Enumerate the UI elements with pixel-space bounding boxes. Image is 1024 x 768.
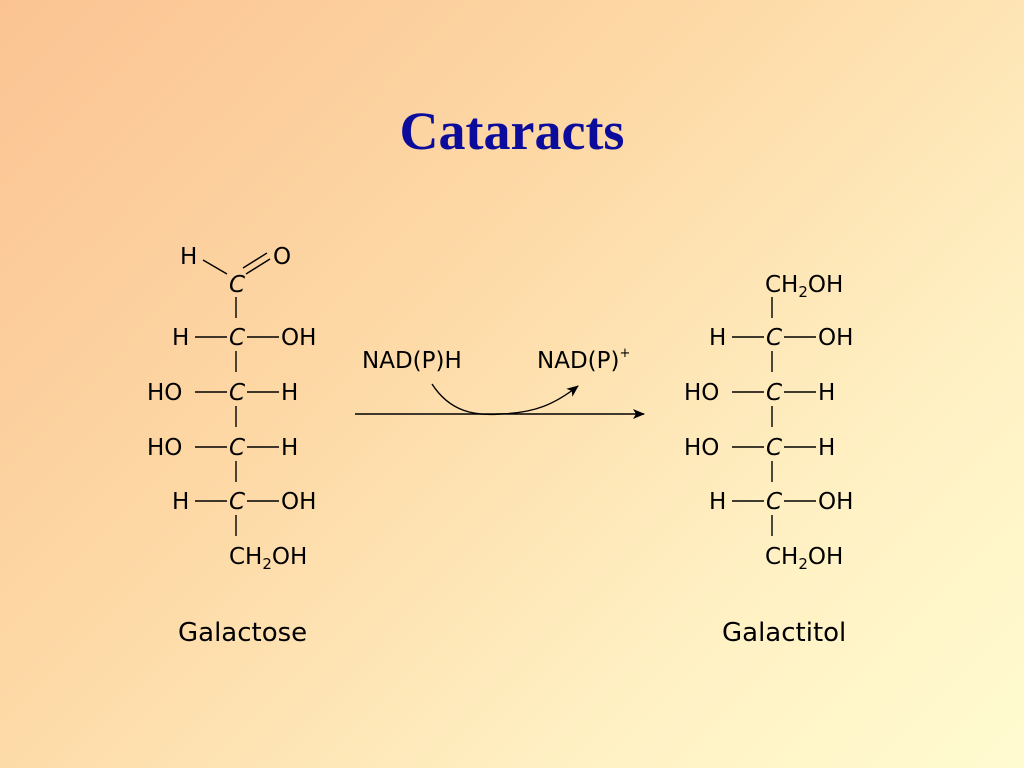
c6-ch2oh: CH2OH [229, 544, 307, 573]
cofactor-reduced: NAD(P)H [362, 348, 462, 374]
c4-left-ho: HO [147, 435, 182, 461]
c3-right-h: H [281, 380, 298, 406]
carbon-2: C [229, 325, 245, 351]
p-c6-ch2oh: CH2OH [765, 544, 843, 573]
p-c4-left-ho: HO [684, 435, 719, 461]
slide-title: Cataracts [399, 101, 625, 161]
reaction-arrow: NAD(P)H NAD(P)+ [355, 346, 645, 419]
aldehyde-h: H [180, 244, 197, 270]
c2-left-h: H [172, 325, 189, 351]
p-carbon-4: C [766, 435, 782, 461]
carbon-5: C [229, 489, 245, 515]
c3-left-ho: HO [147, 380, 182, 406]
product-label: Galactitol [722, 618, 846, 648]
p-c5-left-h: H [709, 489, 726, 515]
p-c3-left-ho: HO [684, 380, 719, 406]
bond-h-c1 [202, 259, 228, 275]
bond-c1-o-1 [245, 258, 271, 275]
p-c2-left-h: H [709, 325, 726, 351]
carbon-4: C [229, 435, 245, 461]
p-carbon-5: C [766, 489, 782, 515]
c2-right-oh: OH [281, 325, 316, 351]
carbon-1: C [229, 272, 245, 298]
p-c1-ch2oh: CH2OH [765, 272, 843, 301]
c5-left-h: H [172, 489, 189, 515]
substrate-label: Galactose [178, 618, 307, 648]
galactose-structure: H O C H C OH HO C H HO C H H C OH [147, 244, 316, 573]
p-carbon-2: C [766, 325, 782, 351]
carbon-3: C [229, 380, 245, 406]
cofactor-oxidized: NAD(P)+ [537, 346, 630, 374]
aldehyde-o: O [273, 244, 291, 270]
cofactor-curve-arrow [431, 383, 579, 416]
p-c2-right-oh: OH [818, 325, 853, 351]
bond-c1-o-2 [242, 252, 268, 269]
p-c4-right-h: H [818, 435, 835, 461]
c4-right-h: H [281, 435, 298, 461]
galactitol-structure: CH2OH H C OH HO C H HO C H H C OH CH2OH [684, 272, 853, 573]
c5-right-oh: OH [281, 489, 316, 515]
p-c3-right-h: H [818, 380, 835, 406]
p-carbon-3: C [766, 380, 782, 406]
p-c5-right-oh: OH [818, 489, 853, 515]
